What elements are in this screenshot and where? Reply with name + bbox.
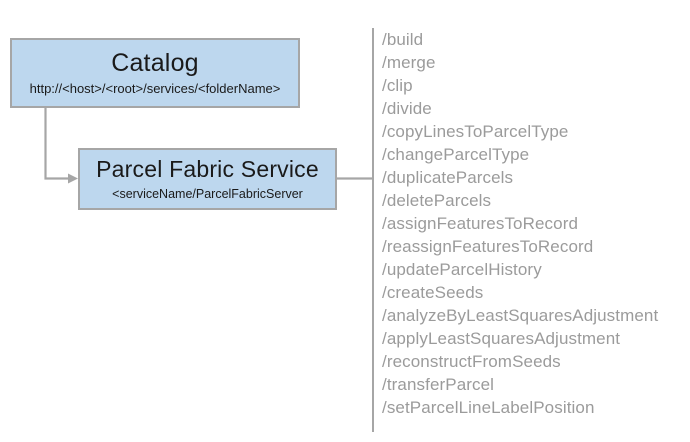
operation-item[interactable]: /deleteParcels (382, 191, 492, 210)
node-catalog-title: Catalog (111, 49, 199, 77)
operation-item[interactable]: /clip (382, 76, 413, 95)
operations-list: /build/merge/clip/divide/copyLinesToParc… (382, 28, 682, 419)
operation-item[interactable]: /merge (382, 53, 436, 72)
elbow-line (44, 108, 68, 180)
operation-item[interactable]: /createSeeds (382, 283, 484, 302)
connector-catalog-to-service (44, 108, 78, 184)
operation-item[interactable]: /applyLeastSquaresAdjustment (382, 329, 621, 348)
operation-item[interactable]: /divide (382, 99, 432, 118)
operation-item[interactable]: /duplicateParcels (382, 168, 514, 187)
node-parcel-fabric-service-path: <serviceName/ParcelFabricServer (112, 187, 303, 201)
operation-item[interactable]: /reconstructFromSeeds (382, 352, 561, 371)
operation-item[interactable]: /transferParcel (382, 375, 495, 394)
node-catalog[interactable]: Catalog http://<host>/<root>/services/<f… (10, 38, 300, 108)
operation-item[interactable]: /copyLinesToParcelType (382, 122, 569, 141)
operation-item[interactable]: /build (382, 30, 424, 49)
operation-item[interactable]: /updateParcelHistory (382, 260, 542, 279)
operation-item[interactable]: /changeParcelType (382, 145, 530, 164)
operation-item[interactable]: /assignFeaturesToRecord (382, 214, 579, 233)
operations-panel: /build/merge/clip/divide/copyLinesToParc… (372, 28, 682, 432)
node-parcel-fabric-service-title: Parcel Fabric Service (96, 156, 319, 182)
operation-item[interactable]: /analyzeByLeastSquaresAdjustment (382, 306, 659, 325)
node-catalog-url: http://<host>/<root>/services/<folderNam… (29, 81, 281, 96)
arrowhead-icon (68, 173, 78, 184)
operation-item[interactable]: /setParcelLineLabelPosition (382, 398, 595, 417)
operation-item[interactable]: /reassignFeaturesToRecord (382, 237, 594, 256)
node-parcel-fabric-service[interactable]: Parcel Fabric Service <serviceName/Parce… (78, 148, 337, 210)
